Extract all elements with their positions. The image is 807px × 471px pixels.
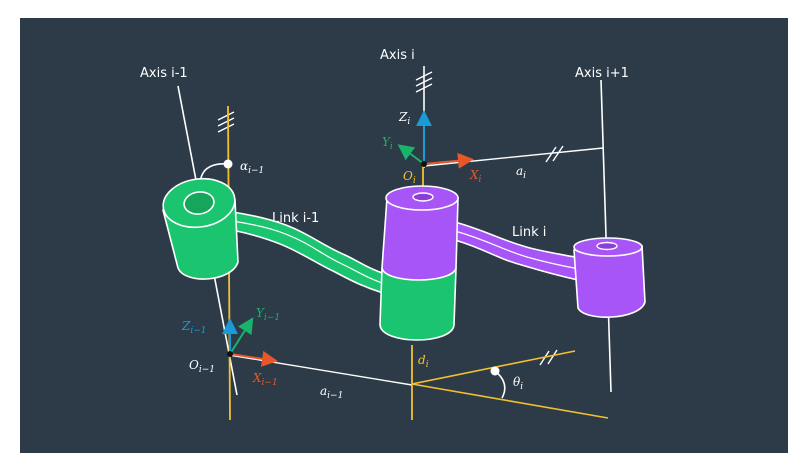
frame-i-minus-1	[222, 317, 278, 367]
parallel-marks	[217, 71, 564, 366]
o-i-label: Oi	[403, 169, 416, 186]
theta-i-label: θi	[513, 375, 523, 392]
ai-common-normal	[423, 147, 604, 167]
link-i-minus-1-label: Link i-1	[272, 211, 319, 226]
alpha-dot	[223, 159, 233, 169]
x-i-label: Xi	[469, 168, 482, 185]
joint-i-cylinder	[379, 185, 459, 341]
axis-i-plus-1-label: Axis i+1	[575, 66, 629, 81]
x-i-arrow	[423, 152, 474, 169]
x-i-minus-1-label: Xi−1	[252, 371, 278, 388]
alpha-i-minus-1-label: αi−1	[240, 159, 264, 176]
a-i-label: ai	[516, 164, 526, 181]
z-i-label: Zi	[398, 110, 410, 127]
joint-i-minus-1-cylinder	[162, 177, 239, 280]
link-i-label: Link i	[512, 225, 546, 240]
y-i-arrow	[397, 144, 425, 165]
x-i-minus-1-arrow	[229, 350, 278, 367]
axis-i-label: Axis i	[380, 48, 415, 63]
axis-i-minus-1-label: Axis i-1	[140, 66, 188, 81]
d-i-label: di	[418, 353, 429, 370]
ai-minus-1-common-normal	[228, 354, 413, 386]
joint-i-plus-1-cylinder	[573, 237, 646, 318]
z-i-minus-1-label: Zi−1	[181, 319, 207, 336]
o-i-minus-1-label: Oi−1	[189, 358, 215, 375]
y-i-label: Yi	[382, 135, 393, 152]
theta-dot	[490, 366, 500, 376]
y-i-minus-1-arrow	[229, 317, 254, 355]
white-x-projection	[411, 383, 609, 419]
a-i-minus-1-label: ai−1	[320, 384, 343, 401]
y-i-minus-1-label: Yi−1	[256, 306, 280, 323]
frame-i	[397, 110, 474, 169]
axis-i-plus-1-line	[600, 79, 612, 393]
